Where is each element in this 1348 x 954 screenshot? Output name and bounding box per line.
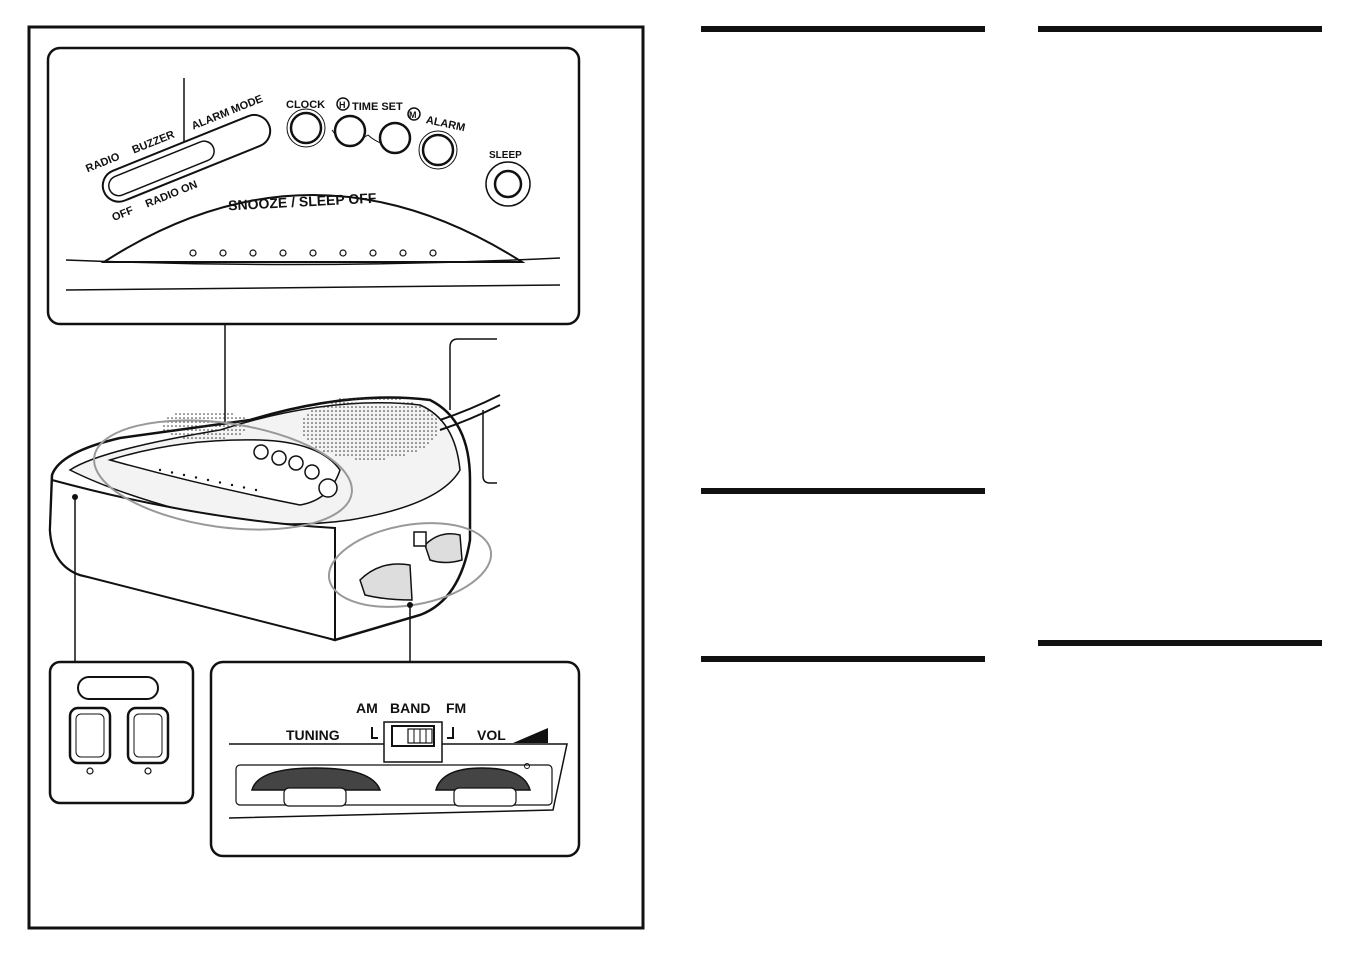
band-label: BAND (390, 700, 430, 716)
snooze-bar-dot (339, 249, 347, 257)
volume-ramp-icon (513, 728, 548, 743)
outer-frame (27, 25, 645, 930)
section-rule-4 (1038, 640, 1322, 646)
snooze-bar-dot (249, 249, 257, 257)
tuning-label: TUNING (286, 727, 340, 743)
clock-radio-illustration (48, 394, 501, 642)
section-rule-1 (701, 26, 985, 32)
snooze-bar-dot (279, 249, 287, 257)
volume-knob[interactable] (435, 767, 531, 807)
time-set-h-letter: H (339, 100, 346, 110)
time-set-minute-button[interactable] (378, 121, 412, 155)
time-set-m-icon (407, 107, 421, 121)
snooze-bar-dot (309, 249, 317, 257)
battery-panel (48, 660, 195, 805)
snooze-bar-dot (189, 249, 197, 257)
section-rule-2 (1038, 26, 1322, 32)
vol-label: VOL (477, 727, 506, 743)
am-label: AM (356, 700, 378, 716)
snooze-sleep-off-label: SNOOZE / SLEEP OFF (228, 190, 377, 214)
time-set-hour-button[interactable] (333, 114, 367, 148)
section-rule-5 (701, 656, 985, 662)
snooze-bar-dot (399, 249, 407, 257)
alarm-button[interactable] (421, 133, 455, 167)
tuning-panel: AM BAND FM TUNING VOL (209, 660, 581, 858)
sleep-button[interactable] (493, 169, 523, 199)
snooze-bar-dot (429, 249, 437, 257)
clock-button[interactable] (289, 111, 323, 145)
snooze-bar-dots (189, 249, 437, 257)
time-set-h-icon (336, 97, 350, 111)
tuning-knob[interactable] (251, 767, 382, 807)
time-set-label: TIME SET (352, 101, 403, 113)
snooze-bar-dot (219, 249, 227, 257)
section-rule-3 (701, 488, 985, 494)
clock-label: CLOCK (286, 99, 325, 111)
top-control-panel: RADIO BUZZER ALARM MODE OFF RADIO ON CLO… (46, 46, 581, 326)
fm-label: FM (446, 700, 466, 716)
snooze-sleep-off-bar[interactable] (100, 194, 526, 263)
sleep-label: SLEEP (489, 150, 522, 161)
time-set-m-letter: M (409, 110, 417, 120)
snooze-bar-dot (369, 249, 377, 257)
battery-slot-right (126, 706, 170, 765)
battery-slot-left (68, 706, 112, 765)
